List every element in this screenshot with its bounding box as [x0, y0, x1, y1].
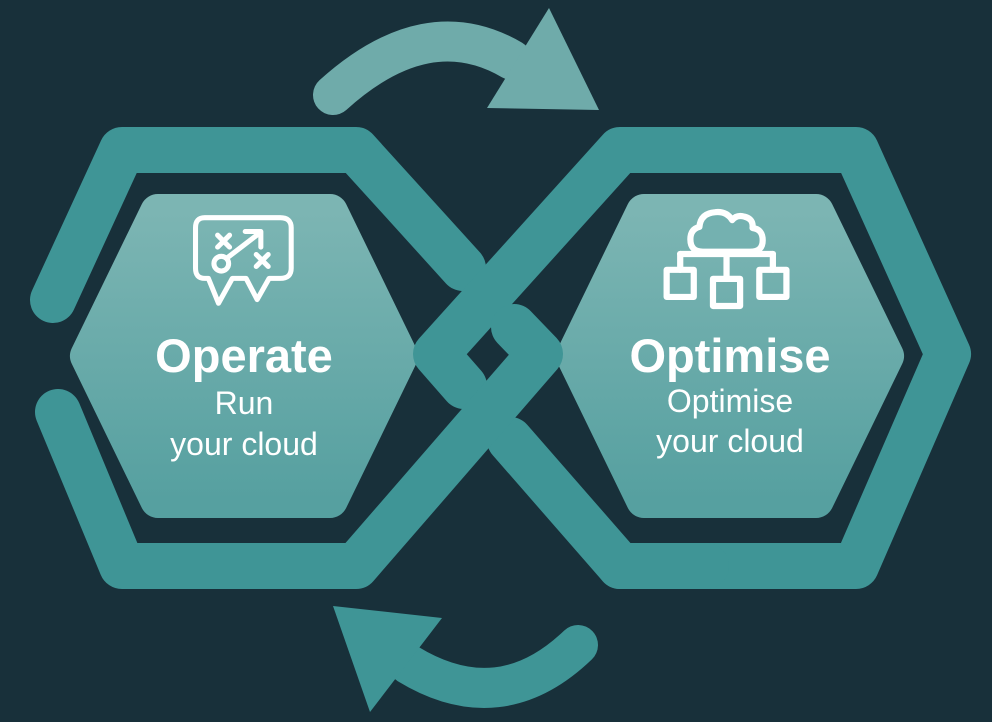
optimise-title: Optimise [629, 329, 830, 382]
optimise-subtitle-line2: your cloud [656, 423, 804, 459]
operate-node: Operate Run your cloud [155, 215, 333, 462]
optimise-subtitle-line1: Optimise [667, 383, 793, 419]
optimise-outline-main-segment [413, 127, 971, 589]
cloud-network-icon [663, 208, 790, 310]
bottom-arrow-head-icon [333, 606, 442, 712]
cloud-shape [687, 208, 766, 255]
operate-outline-lower-segment [35, 304, 563, 589]
top-arrow [313, 8, 599, 115]
bottom-arrow [333, 606, 598, 712]
operate-subtitle-line1: Run [215, 385, 274, 421]
top-arrow-head-icon [487, 8, 599, 110]
top-arrow-curve [313, 21, 532, 115]
strategy-plan-speech-bubble-icon [192, 215, 294, 306]
operate-subtitle-line2: your cloud [170, 426, 318, 462]
optimise-outline-lower-segment [487, 417, 729, 589]
operate-title: Operate [155, 329, 333, 382]
optimise-node: Optimise Optimise your cloud [629, 208, 831, 459]
operate-hexagon-fill [70, 194, 418, 518]
bottom-arrow-curve [388, 625, 598, 708]
optimise-hexagon-outline [413, 127, 971, 589]
operate-hexagon-outline [30, 127, 486, 323]
operate-outline-upper-segment [30, 127, 486, 323]
operate-hexagon-outline-lower [35, 304, 563, 589]
optimise-hexagon-fill [556, 194, 904, 518]
